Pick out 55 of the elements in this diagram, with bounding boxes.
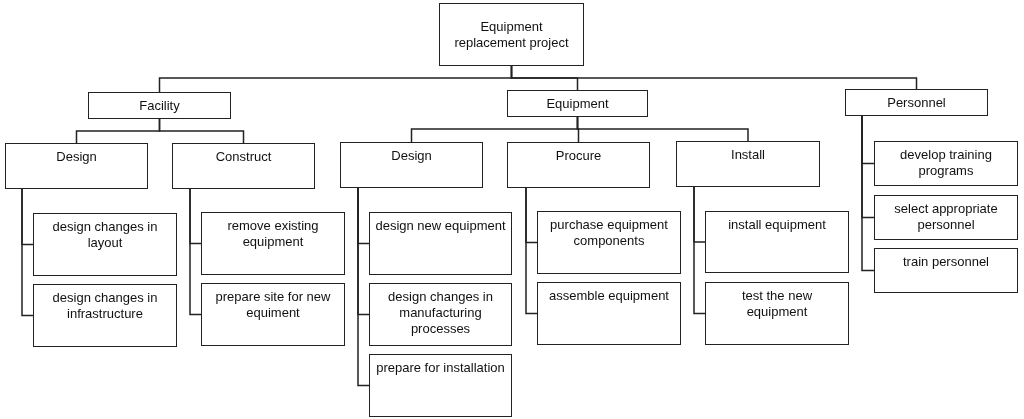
connector-line — [158, 118, 245, 144]
task-label: purchase equipment components — [549, 217, 669, 249]
task-label: train personnel — [902, 254, 990, 270]
task-box — [439, 3, 584, 66]
task-label: Construct — [214, 149, 273, 165]
task-label: Facility — [139, 97, 180, 114]
task-box — [201, 212, 345, 275]
task-box — [845, 89, 988, 116]
connector-line — [525, 187, 538, 315]
task-box — [705, 282, 849, 345]
connector-line — [510, 65, 918, 90]
task-box — [201, 283, 345, 346]
connector-line — [576, 116, 749, 142]
task-box — [172, 143, 315, 189]
task-box — [874, 141, 1018, 186]
task-box — [88, 92, 231, 119]
task-label: prepare site for new equiment — [214, 289, 332, 321]
connector-line — [189, 188, 202, 316]
task-label: Design — [55, 149, 98, 165]
task-box — [874, 248, 1018, 293]
task-label: remove existing equipment — [226, 218, 320, 250]
connector-line — [861, 115, 875, 272]
connector-line — [693, 186, 706, 315]
task-label: Design — [390, 148, 433, 164]
task-box — [874, 195, 1018, 240]
task-box — [369, 283, 512, 346]
task-label: install equipment — [727, 217, 827, 233]
task-label: Personnel — [887, 94, 946, 111]
connector-line — [357, 187, 370, 387]
task-box — [5, 143, 148, 189]
task-box — [33, 213, 177, 276]
task-label: design new equipment — [374, 218, 507, 234]
task-label: Procure — [554, 148, 603, 164]
task-box — [705, 211, 849, 273]
task-label: Equipment replacement project — [453, 18, 570, 51]
task-label: design changes in manufacturing processes — [387, 289, 494, 337]
connector-line — [21, 188, 34, 317]
task-box — [507, 142, 650, 188]
task-label: Equipment — [546, 95, 609, 112]
task-box — [537, 282, 681, 345]
task-box — [33, 284, 177, 347]
task-box — [340, 142, 483, 188]
task-label: assemble equipment — [548, 288, 670, 304]
task-label: develop training programs — [899, 147, 993, 179]
task-box — [537, 211, 681, 274]
task-label: prepare for installation — [375, 360, 506, 376]
task-box — [369, 212, 512, 275]
task-box — [369, 354, 512, 417]
task-box — [507, 90, 648, 117]
task-box — [676, 141, 820, 187]
task-label: design changes in infrastructure — [51, 290, 159, 322]
task-label: test the new equipment — [740, 288, 814, 320]
task-label: design changes in layout — [51, 219, 159, 251]
task-label: select appropriate personnel — [893, 201, 999, 233]
task-label: Install — [730, 147, 766, 163]
